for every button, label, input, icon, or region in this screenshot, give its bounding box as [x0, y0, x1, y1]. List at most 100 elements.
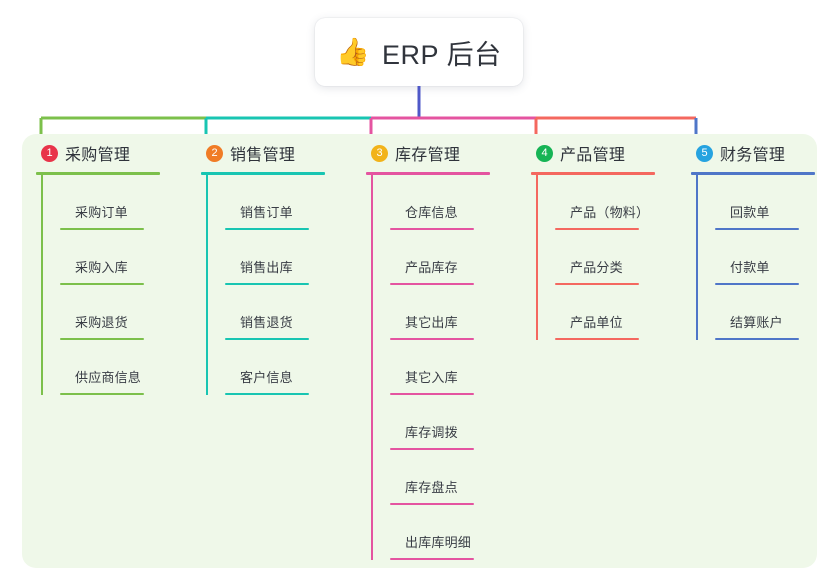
branch-item-label: 产品单位 [570, 315, 623, 330]
branch-header[interactable]: 4 产品管理 [517, 134, 677, 172]
branch-item[interactable]: 其它出库 [371, 285, 512, 340]
branch-column-2: 2 销售管理销售订单销售出库销售退货客户信息 [187, 134, 347, 395]
branch-item[interactable]: 销售退货 [206, 285, 347, 340]
branch-item-underline [390, 338, 474, 340]
branch-item-label: 库存调拨 [405, 425, 458, 440]
branch-item-label: 供应商信息 [75, 370, 142, 385]
branch-item-underline [225, 228, 309, 230]
branch-spine [371, 175, 373, 560]
branch-underline [691, 172, 815, 175]
branch-item-underline [715, 338, 799, 340]
branch-header[interactable]: 5 财务管理 [677, 134, 837, 172]
branch-column-5: 5 财务管理回款单付款单结算账户 [677, 134, 837, 340]
branch-item[interactable]: 产品（物料） [536, 175, 677, 230]
branch-item[interactable]: 出库库明细 [371, 505, 512, 560]
branch-item[interactable]: 结算账户 [696, 285, 837, 340]
branch-header[interactable]: 1 采购管理 [22, 134, 182, 172]
branch-number-badge: 1 [41, 144, 58, 162]
branch-item-underline [225, 393, 309, 395]
branch-item-label: 其它出库 [405, 315, 458, 330]
branch-item-underline [390, 448, 474, 450]
branch-item[interactable]: 回款单 [696, 175, 837, 230]
branch-item[interactable]: 库存调拨 [371, 395, 512, 450]
branch-columns: 1 采购管理采购订单采购入库采购退货供应商信息 2 销售管理销售订单销售出库销售退货客… [22, 134, 817, 568]
branch-underline [366, 172, 490, 175]
branch-item-underline [555, 283, 639, 285]
root-node[interactable]: 👍 ERP 后台 [315, 18, 523, 86]
branch-item-underline [390, 228, 474, 230]
branch-item[interactable]: 采购入库 [41, 230, 182, 285]
branch-item-list: 采购订单采购入库采购退货供应商信息 [22, 175, 182, 395]
branch-item[interactable]: 采购订单 [41, 175, 182, 230]
branch-title: 产品管理 [560, 147, 626, 164]
branch-item-label: 其它入库 [405, 370, 458, 385]
branch-item-label: 客户信息 [240, 370, 293, 385]
branch-title: 采购管理 [65, 147, 131, 164]
branch-item-label: 付款单 [730, 260, 770, 275]
branch-item-label: 采购入库 [75, 260, 128, 275]
branch-item-list: 产品（物料） 产品分类产品单位 [517, 175, 677, 340]
branch-item[interactable]: 产品库存 [371, 230, 512, 285]
branch-item[interactable]: 产品单位 [536, 285, 677, 340]
branch-item-list: 回款单付款单结算账户 [677, 175, 837, 340]
branch-item[interactable]: 付款单 [696, 230, 837, 285]
branch-underline [36, 172, 160, 175]
branch-item-underline [390, 393, 474, 395]
branch-item-label: 销售出库 [240, 260, 293, 275]
branch-item-underline [60, 393, 144, 395]
branch-item-underline [715, 283, 799, 285]
branch-column-1: 1 采购管理采购订单采购入库采购退货供应商信息 [22, 134, 182, 395]
branch-item-underline [225, 338, 309, 340]
thumbs-up-icon: 👍 [336, 36, 371, 68]
branch-item-label: 结算账户 [730, 315, 783, 330]
branch-header[interactable]: 2 销售管理 [187, 134, 347, 172]
branch-column-4: 4 产品管理产品（物料） 产品分类产品单位 [517, 134, 677, 340]
branch-item[interactable]: 仓库信息 [371, 175, 512, 230]
branch-underline [531, 172, 655, 175]
branch-item-underline [225, 283, 309, 285]
branch-number-badge: 4 [536, 144, 553, 162]
branch-underline [201, 172, 325, 175]
branch-item-label: 出库库明细 [405, 535, 472, 550]
branch-item-underline [390, 503, 474, 505]
branch-spine [206, 175, 208, 395]
branch-item[interactable]: 采购退货 [41, 285, 182, 340]
branch-item[interactable]: 库存盘点 [371, 450, 512, 505]
branch-spine [696, 175, 698, 340]
branch-item[interactable]: 供应商信息 [41, 340, 182, 395]
branch-header[interactable]: 3 库存管理 [352, 134, 512, 172]
branch-column-3: 3 库存管理仓库信息产品库存其它出库其它入库库存调拨库存盘点出库库明细 [352, 134, 512, 560]
branch-number-badge: 5 [696, 144, 713, 162]
branch-item[interactable]: 客户信息 [206, 340, 347, 395]
branch-number-badge: 3 [371, 144, 388, 162]
branch-item-label: 产品（物料） [570, 205, 650, 220]
branch-item-underline [555, 228, 639, 230]
branch-item[interactable]: 产品分类 [536, 230, 677, 285]
branches-panel [22, 134, 817, 568]
branch-spine [536, 175, 538, 340]
branch-title: 财务管理 [720, 147, 786, 164]
branch-item-label: 回款单 [730, 205, 770, 220]
branch-item-underline [390, 558, 474, 560]
branch-item-label: 销售退货 [240, 315, 293, 330]
branch-number-badge: 2 [206, 144, 223, 162]
branch-item-underline [60, 283, 144, 285]
branch-item-label: 采购订单 [75, 205, 128, 220]
branch-item-label: 销售订单 [240, 205, 293, 220]
branch-item-label: 仓库信息 [405, 205, 458, 220]
branch-item[interactable]: 销售出库 [206, 230, 347, 285]
branch-item[interactable]: 其它入库 [371, 340, 512, 395]
branch-item-underline [715, 228, 799, 230]
branch-item-label: 采购退货 [75, 315, 128, 330]
branch-title: 销售管理 [230, 147, 296, 164]
branch-item-underline [390, 283, 474, 285]
branch-item-underline [555, 338, 639, 340]
branch-title: 库存管理 [395, 147, 461, 164]
branch-item-label: 产品库存 [405, 260, 458, 275]
branch-spine [41, 175, 43, 395]
branch-item-label: 产品分类 [570, 260, 623, 275]
branch-item[interactable]: 销售订单 [206, 175, 347, 230]
branch-item-list: 销售订单销售出库销售退货客户信息 [187, 175, 347, 395]
branch-item-underline [60, 228, 144, 230]
